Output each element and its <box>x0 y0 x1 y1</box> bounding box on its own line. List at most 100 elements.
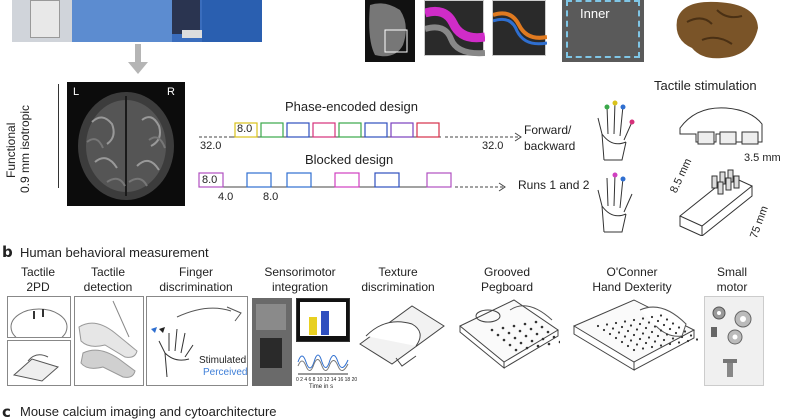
tactile-stimulator-hand <box>676 98 766 150</box>
brain-right-label: R <box>167 86 175 98</box>
dexterity-hole <box>635 328 639 331</box>
dexterity-hole <box>626 329 630 333</box>
dexterity-hole <box>683 330 687 333</box>
pegboard-hole <box>536 344 540 348</box>
dexterity-hole <box>638 322 642 326</box>
dexterity-hole <box>677 326 681 329</box>
pegboard-hole <box>540 325 544 329</box>
texture-discrimination-image <box>356 296 446 368</box>
dexterity-hole <box>653 325 657 328</box>
dexterity-hole <box>656 334 660 338</box>
perceived-label: Perceived <box>203 367 248 378</box>
dexterity-hole <box>641 317 645 320</box>
panel-c-letter: c <box>2 403 11 419</box>
dexterity-hole <box>689 334 693 337</box>
dexterity-hole <box>647 321 651 324</box>
blue-bar <box>321 311 329 335</box>
dexterity-hole <box>650 315 654 319</box>
dexterity-hole <box>668 327 672 331</box>
stimulated-label: Stimulated <box>199 355 247 366</box>
dexterity-hole <box>644 341 648 345</box>
blocked-title: Blocked design <box>305 152 394 167</box>
pegboard-hole <box>525 346 529 350</box>
brain-3d-render <box>672 0 762 62</box>
dexterity-hole <box>605 323 609 326</box>
pegboard-hole <box>513 336 517 340</box>
blocked-block <box>198 172 224 188</box>
time-label: Time in s <box>309 384 334 390</box>
dexterity-hole <box>614 321 618 325</box>
dexterity-hole <box>653 340 657 343</box>
pin-array-device <box>676 162 762 237</box>
pegboard-hole <box>529 327 533 331</box>
phase-block <box>416 122 440 138</box>
dexterity-hole <box>650 330 654 334</box>
pegboard-hole <box>558 340 562 344</box>
hand-blocked-fingertips <box>592 170 642 234</box>
tactile-detection-image <box>74 296 144 386</box>
brain-left-label: L <box>73 86 80 98</box>
fmri-brain-slice: L R <box>67 82 185 206</box>
dexterity-hole <box>644 326 648 330</box>
pegboard-hole <box>501 326 505 330</box>
panel-b-letter: b <box>2 243 13 261</box>
dexterity-hole <box>680 335 684 339</box>
pegboard-hole <box>523 322 527 326</box>
cortex-zoom-magenta <box>423 0 486 57</box>
down-arrow-icon <box>128 44 148 74</box>
dexterity-hole <box>668 342 672 346</box>
blocked-block <box>334 172 360 188</box>
test-label-2pd: Tactile 2PD <box>20 265 55 294</box>
dexterity-hole <box>617 331 621 334</box>
dexterity-hole <box>650 345 654 349</box>
pegboard-hole <box>496 333 500 337</box>
blocked-block <box>374 172 400 188</box>
phase-first-value: 8.0 <box>237 123 253 135</box>
dexterity-hole <box>623 320 627 323</box>
phase-timeline <box>195 118 525 144</box>
pegboard-hole <box>507 331 511 335</box>
inner-label: Inner <box>580 6 610 21</box>
resolution-bar <box>58 84 59 188</box>
dexterity-hole <box>623 335 627 338</box>
dexterity-hole <box>662 323 666 327</box>
sensorimotor-photo <box>252 298 292 386</box>
pegboard-hole <box>512 324 516 328</box>
dexterity-board-image <box>570 296 699 382</box>
dexterity-hole <box>632 348 636 352</box>
pegboard-hole <box>502 338 506 342</box>
dexterity-hole <box>632 333 636 337</box>
functional-label: Functional <box>4 122 18 178</box>
dexterity-hole <box>659 314 663 317</box>
pegboard-hole <box>508 343 512 347</box>
yellow-bar <box>309 317 317 335</box>
test-label-pegboard: Grooved Pegboard <box>480 265 534 294</box>
dexterity-hole <box>635 343 639 346</box>
phase-block <box>364 122 388 138</box>
dexterity-hole <box>596 324 600 328</box>
blocked-gap-value: 4.0 <box>218 191 234 203</box>
dexterity-hole <box>665 333 669 336</box>
dexterity-hole <box>614 336 618 340</box>
dexterity-hole <box>629 339 633 342</box>
dexterity-hole <box>671 337 675 340</box>
test-label-sensorimotor: Sensorimotor integration <box>264 265 336 294</box>
dim-width: 3.5 mm <box>744 152 781 164</box>
blocked-timeline <box>195 172 525 192</box>
dexterity-hole <box>641 347 645 350</box>
pegboard-hole <box>534 320 538 324</box>
blocked-first-value: 8.0 <box>202 174 218 186</box>
tactile-stim-label: Tactile stimulation <box>654 78 757 93</box>
phase-block <box>286 122 310 138</box>
phase-left-value: 32.0 <box>200 140 222 152</box>
hand-colored-fingertips <box>592 98 642 162</box>
dexterity-hole <box>626 344 630 348</box>
phase-block <box>260 122 284 138</box>
small-motor-photo <box>704 296 764 386</box>
dexterity-hole <box>677 341 681 344</box>
dexterity-hole <box>647 336 651 339</box>
pegboard-hole <box>530 339 534 343</box>
blocked-block <box>426 172 452 188</box>
time-ticks: 0 2 4 6 8 10 12 14 16 18 20 <box>296 377 358 383</box>
test-label-finger: Finger discrimination <box>159 265 233 294</box>
